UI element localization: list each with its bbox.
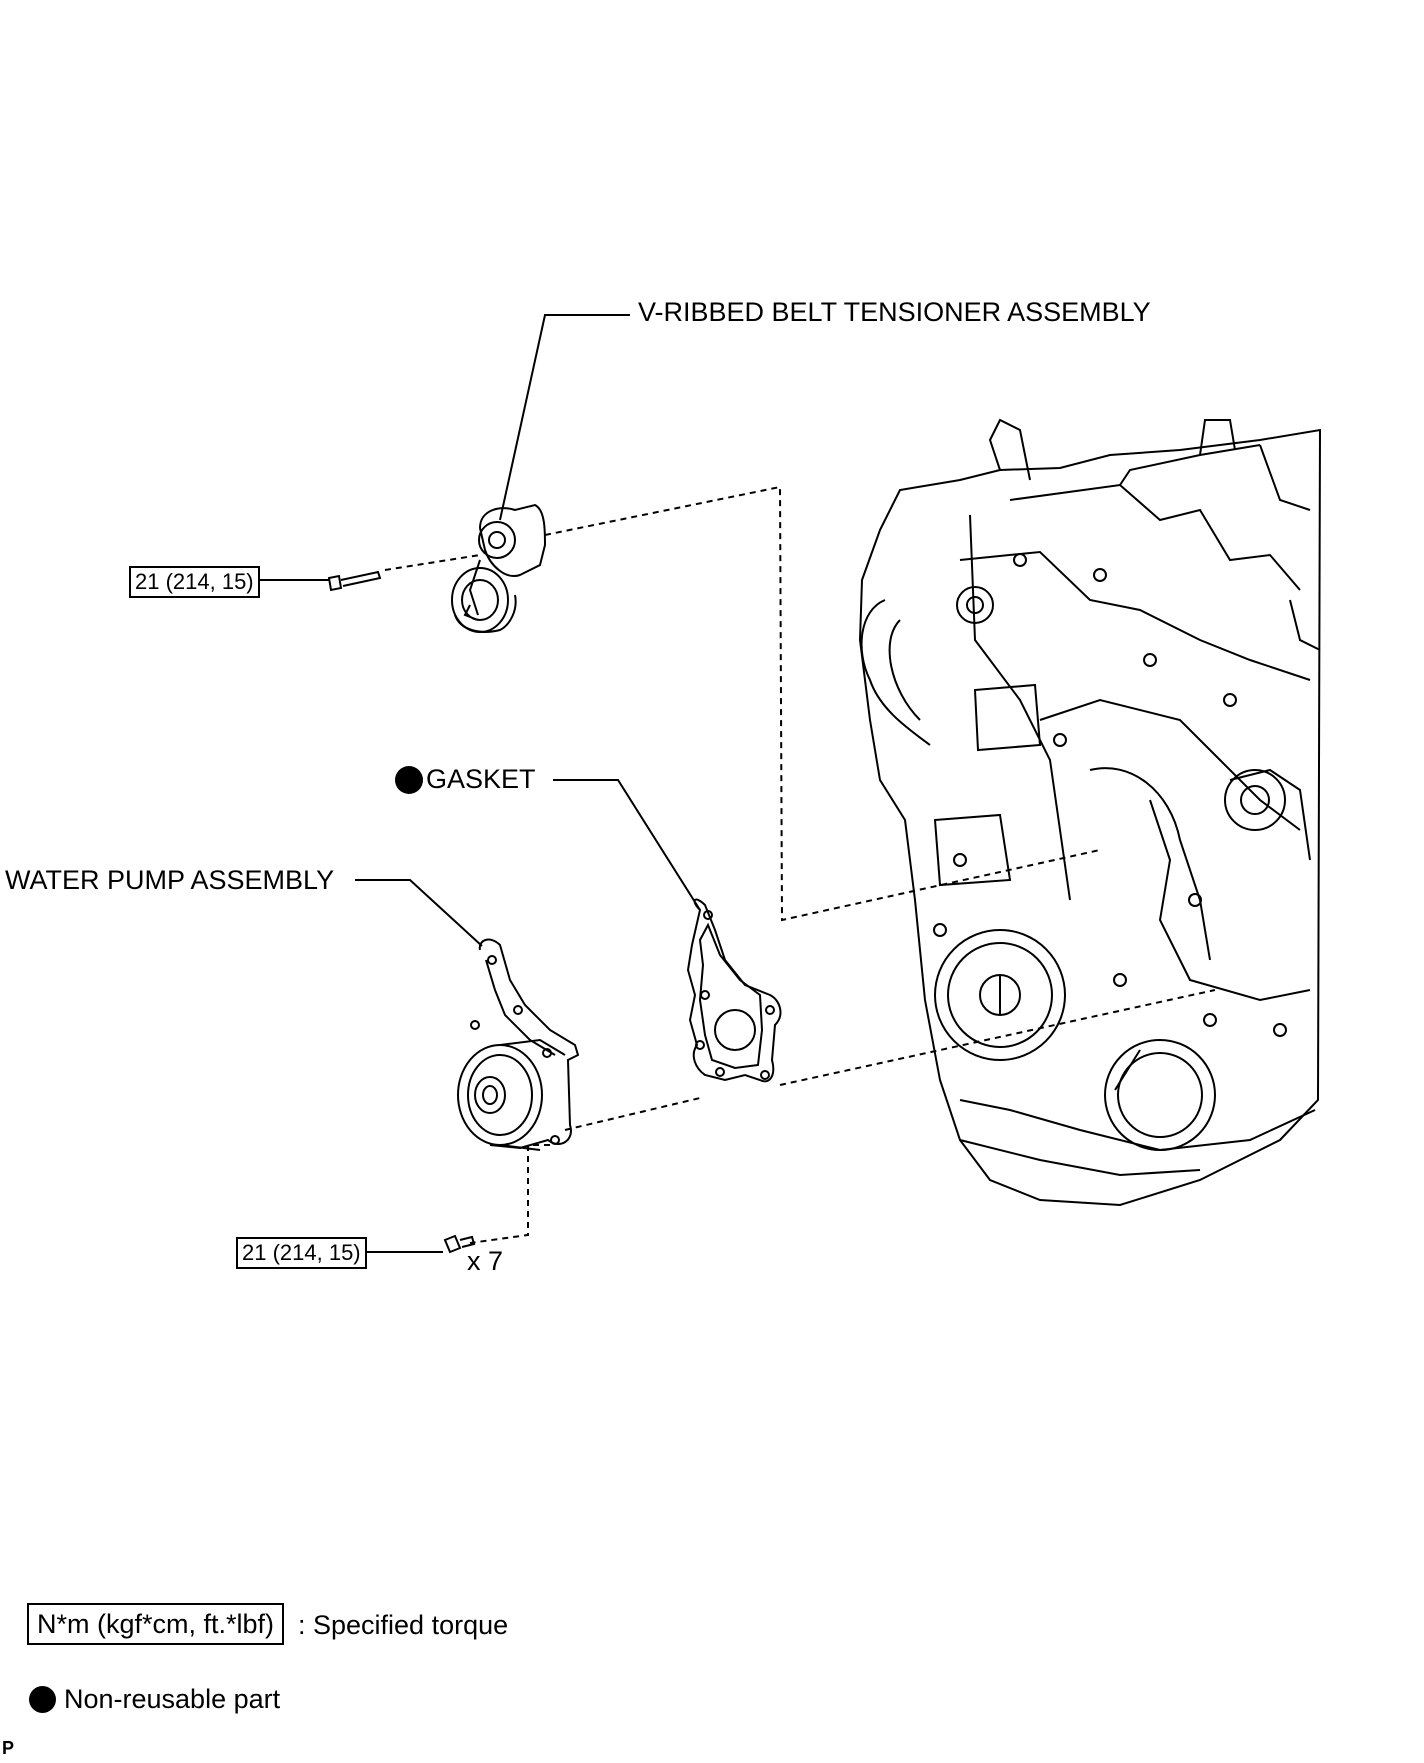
water-pump-bolt-drawing [443,1234,476,1254]
legend-non-reusable-icon [29,1686,56,1713]
water-pump-torque-spec: 21 (214, 15) [236,1237,367,1269]
non-reusable-marker-icon [395,766,423,794]
tensioner-torque-spec: 21 (214, 15) [129,566,260,598]
gasket-label: GASKET [426,764,536,794]
water-pump-label: WATER PUMP ASSEMBLY [5,865,335,895]
alignment-lines [384,485,1216,1244]
gasket-drawing [686,898,782,1083]
tensioner-bolt-drawing [327,570,382,592]
bolt-count-label: x 7 [467,1246,504,1276]
leader-lines [255,314,701,1253]
engine-block [858,418,1322,1207]
legend-non-reusable-text: Non-reusable part [64,1684,281,1714]
legend-torque-unit-box: N*m (kgf*cm, ft.*lbf) [27,1603,285,1645]
water-pump-drawing [457,938,580,1151]
tensioner-label: V-RIBBED BELT TENSIONER ASSEMBLY [638,297,1151,327]
legend-torque-description: : Specified torque [298,1610,509,1640]
corner-mark: P [2,1738,15,1758]
belt-tensioner-drawing [451,503,547,633]
